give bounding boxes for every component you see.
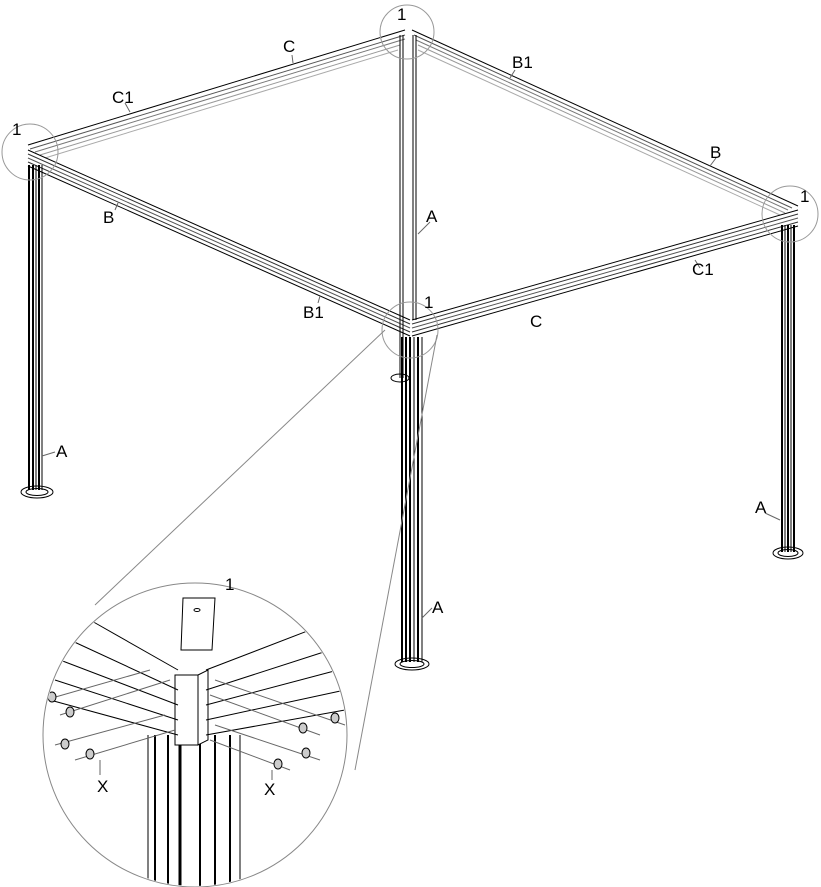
beam-back-left	[27, 29, 406, 159]
detail-label: 1	[225, 575, 234, 594]
callout-circle-back	[379, 4, 435, 60]
corner-detail	[42, 582, 348, 887]
post-front	[394, 337, 430, 671]
label-beam-c-front: C	[530, 312, 542, 331]
label-screw-left: X	[97, 777, 108, 796]
magnifier-line-right	[354, 334, 438, 771]
post-left	[20, 165, 54, 499]
label-beam-b1-back: B1	[512, 53, 533, 72]
post-right	[772, 225, 804, 560]
post-back	[390, 35, 417, 383]
callout-label-front: 1	[424, 293, 433, 312]
callout-label-right: 1	[800, 187, 809, 206]
label-post-right: A	[755, 498, 767, 517]
beam-front-left	[27, 149, 411, 337]
screws-left	[44, 669, 176, 775]
callout-circle-front	[381, 301, 439, 359]
beam-front-right	[411, 209, 799, 337]
callout-label-left: 1	[12, 120, 21, 139]
label-post-back: A	[426, 207, 438, 226]
label-post-front: A	[432, 598, 444, 617]
label-post-left: A	[56, 442, 68, 461]
magnifier-line-left	[94, 329, 386, 606]
callout-circle-right	[761, 185, 819, 243]
label-beam-c1-front: C1	[692, 260, 714, 279]
callout-circle-left	[1, 123, 59, 181]
callout-label-back: 1	[397, 5, 406, 24]
label-beam-b-right: B	[710, 143, 721, 162]
label-beam-c-back: C	[283, 37, 295, 56]
label-beam-c1-back: C1	[112, 88, 134, 107]
label-beam-b-left: B	[103, 208, 114, 227]
label-beam-b1-front: B1	[303, 303, 324, 322]
label-screw-right: X	[264, 780, 275, 799]
beam-back-right	[411, 29, 799, 216]
screws-right	[209, 679, 346, 780]
